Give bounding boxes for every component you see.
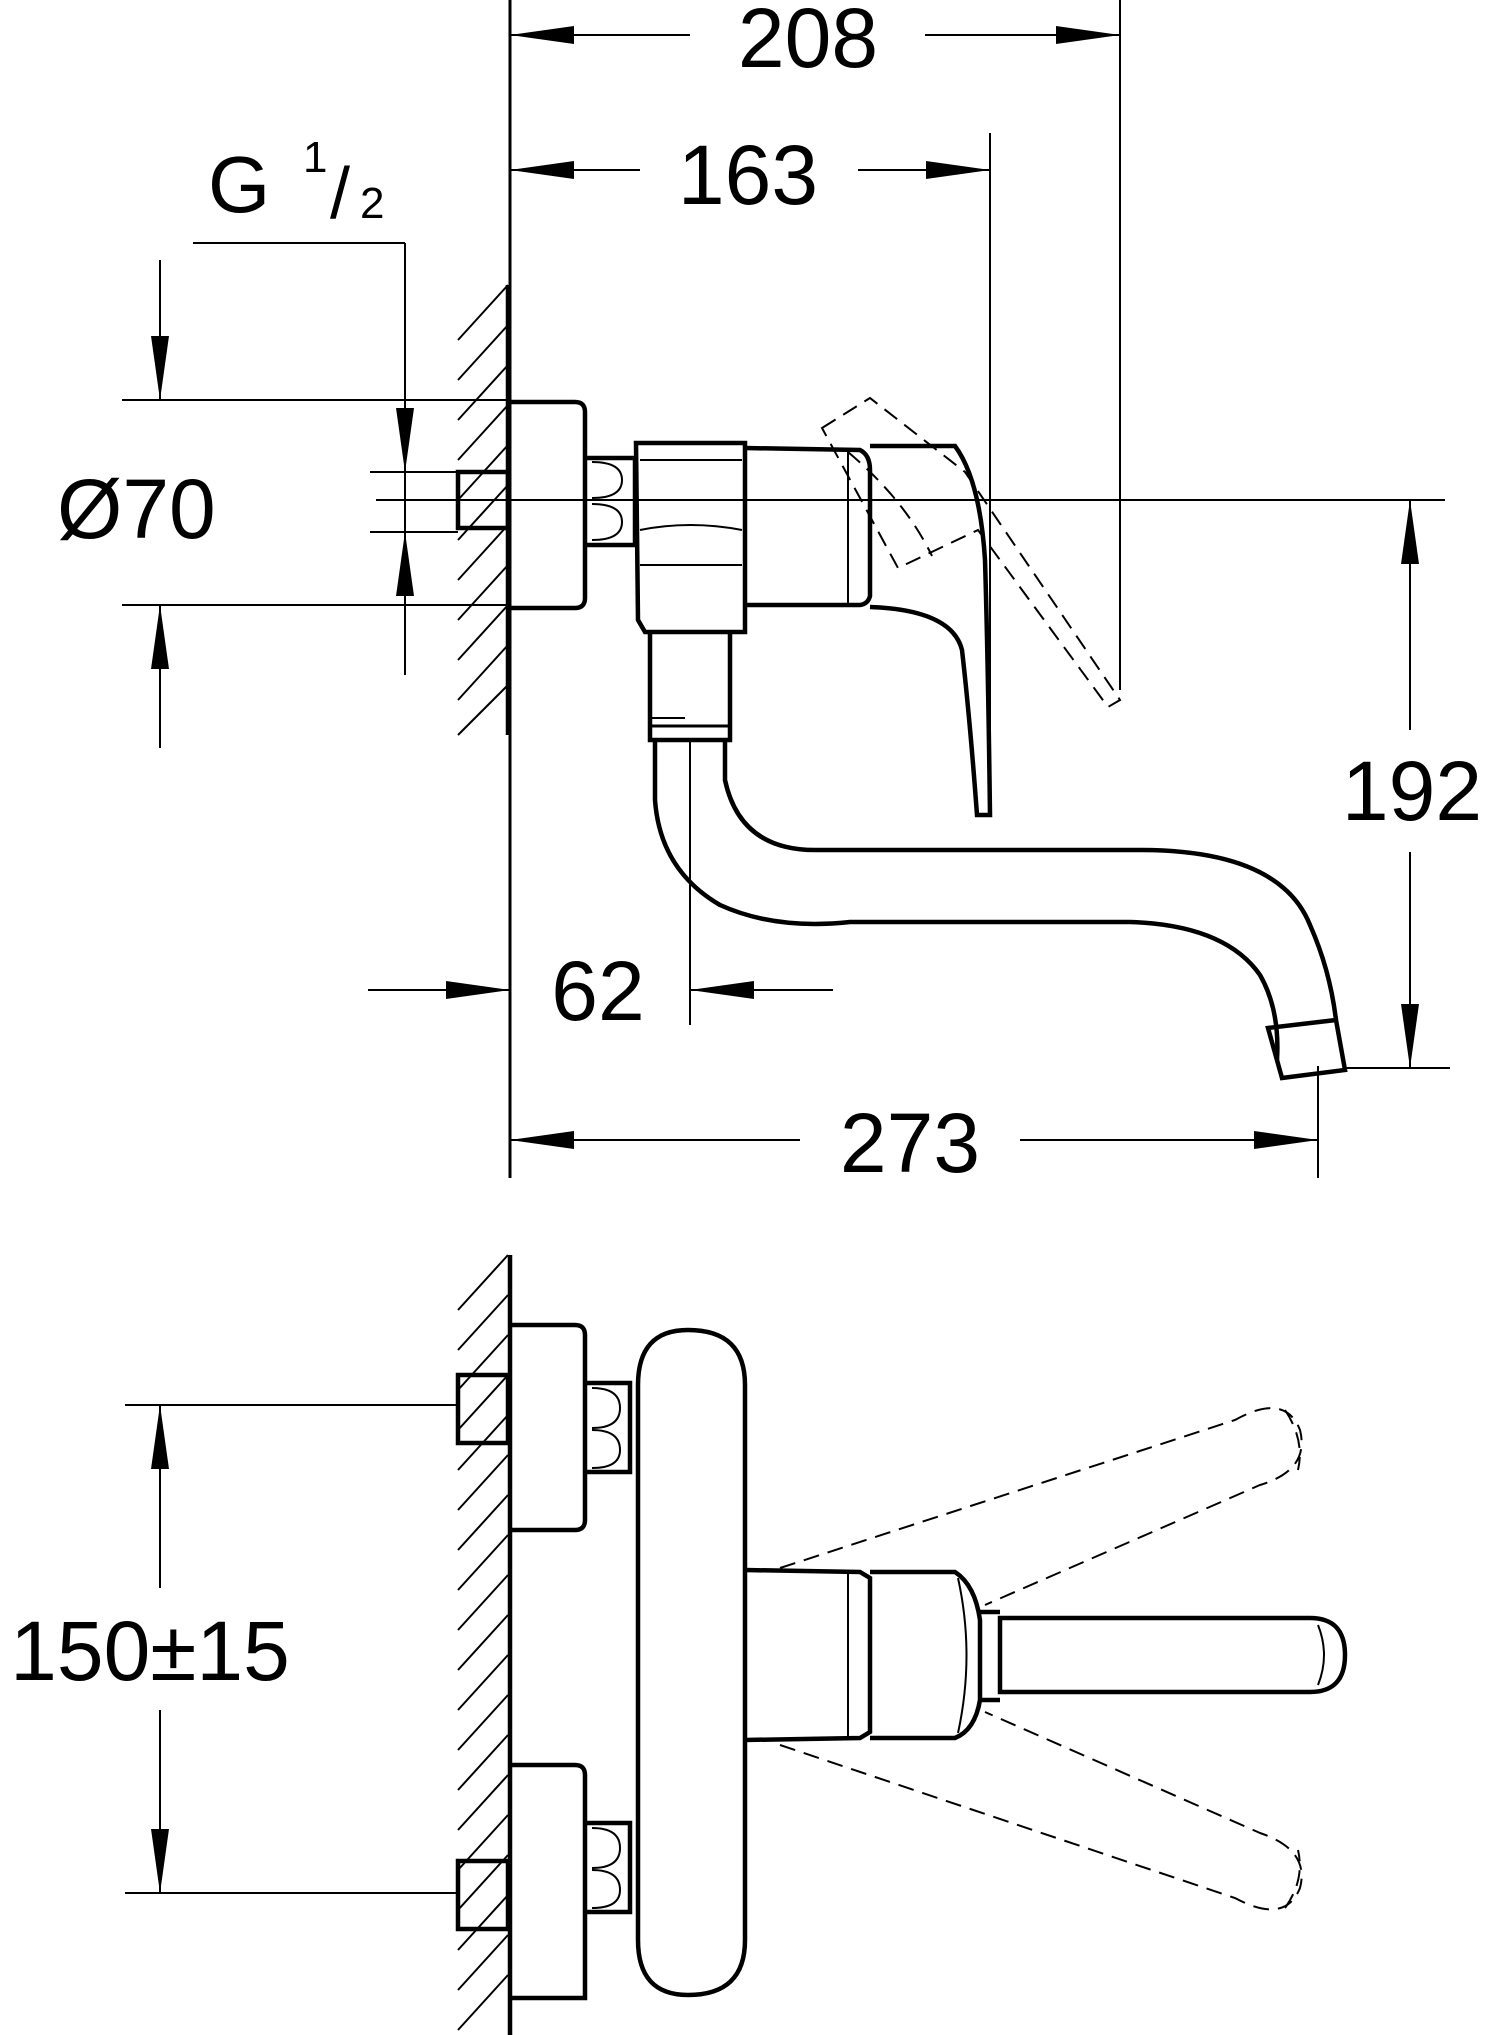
extension-lines [122, 0, 1450, 1178]
dim-62: 62 [368, 944, 833, 1038]
dim-163: 163 [510, 128, 990, 222]
lever-top-view [744, 1567, 1348, 1743]
dim-163-label: 163 [678, 128, 818, 222]
wall-hatch-lower [457, 1254, 509, 2031]
lever-swing-dashed [779, 1407, 1303, 1911]
dim-208-label: 208 [738, 0, 878, 85]
dim-208: 208 [510, 0, 1120, 85]
dim-273: 273 [510, 1096, 1318, 1190]
dim-192-label: 192 [1342, 744, 1482, 838]
wall-hatch [457, 284, 509, 736]
thread-label: G 1 / 2 [208, 133, 414, 675]
dim-150: 150±15 [10, 1405, 290, 1893]
dim-diameter-label: Ø70 [57, 462, 216, 556]
body-oval [635, 1327, 748, 1998]
dim-273-label: 273 [840, 1096, 980, 1190]
dim-62-label: 62 [551, 944, 644, 1038]
connection-lower [455, 1762, 633, 2001]
wall-side-view [457, 0, 512, 1178]
connection-upper [455, 1322, 633, 1533]
thread-numerator: 1 [303, 133, 327, 182]
side-view: 208 163 G 1 / 2 Ø70 192 [57, 0, 1482, 1190]
dim-150-label: 150±15 [10, 1604, 290, 1698]
wall-top-view [457, 1254, 513, 2035]
thread-g: G [208, 140, 270, 229]
lever-rotated-dashed [820, 396, 1122, 709]
thread-slash: / [330, 154, 350, 234]
top-view: 150±15 [10, 1254, 1348, 2035]
thread-denominator: 2 [360, 179, 384, 228]
dim-192: 192 [1342, 500, 1482, 1068]
dim-diameter: Ø70 [57, 260, 216, 748]
